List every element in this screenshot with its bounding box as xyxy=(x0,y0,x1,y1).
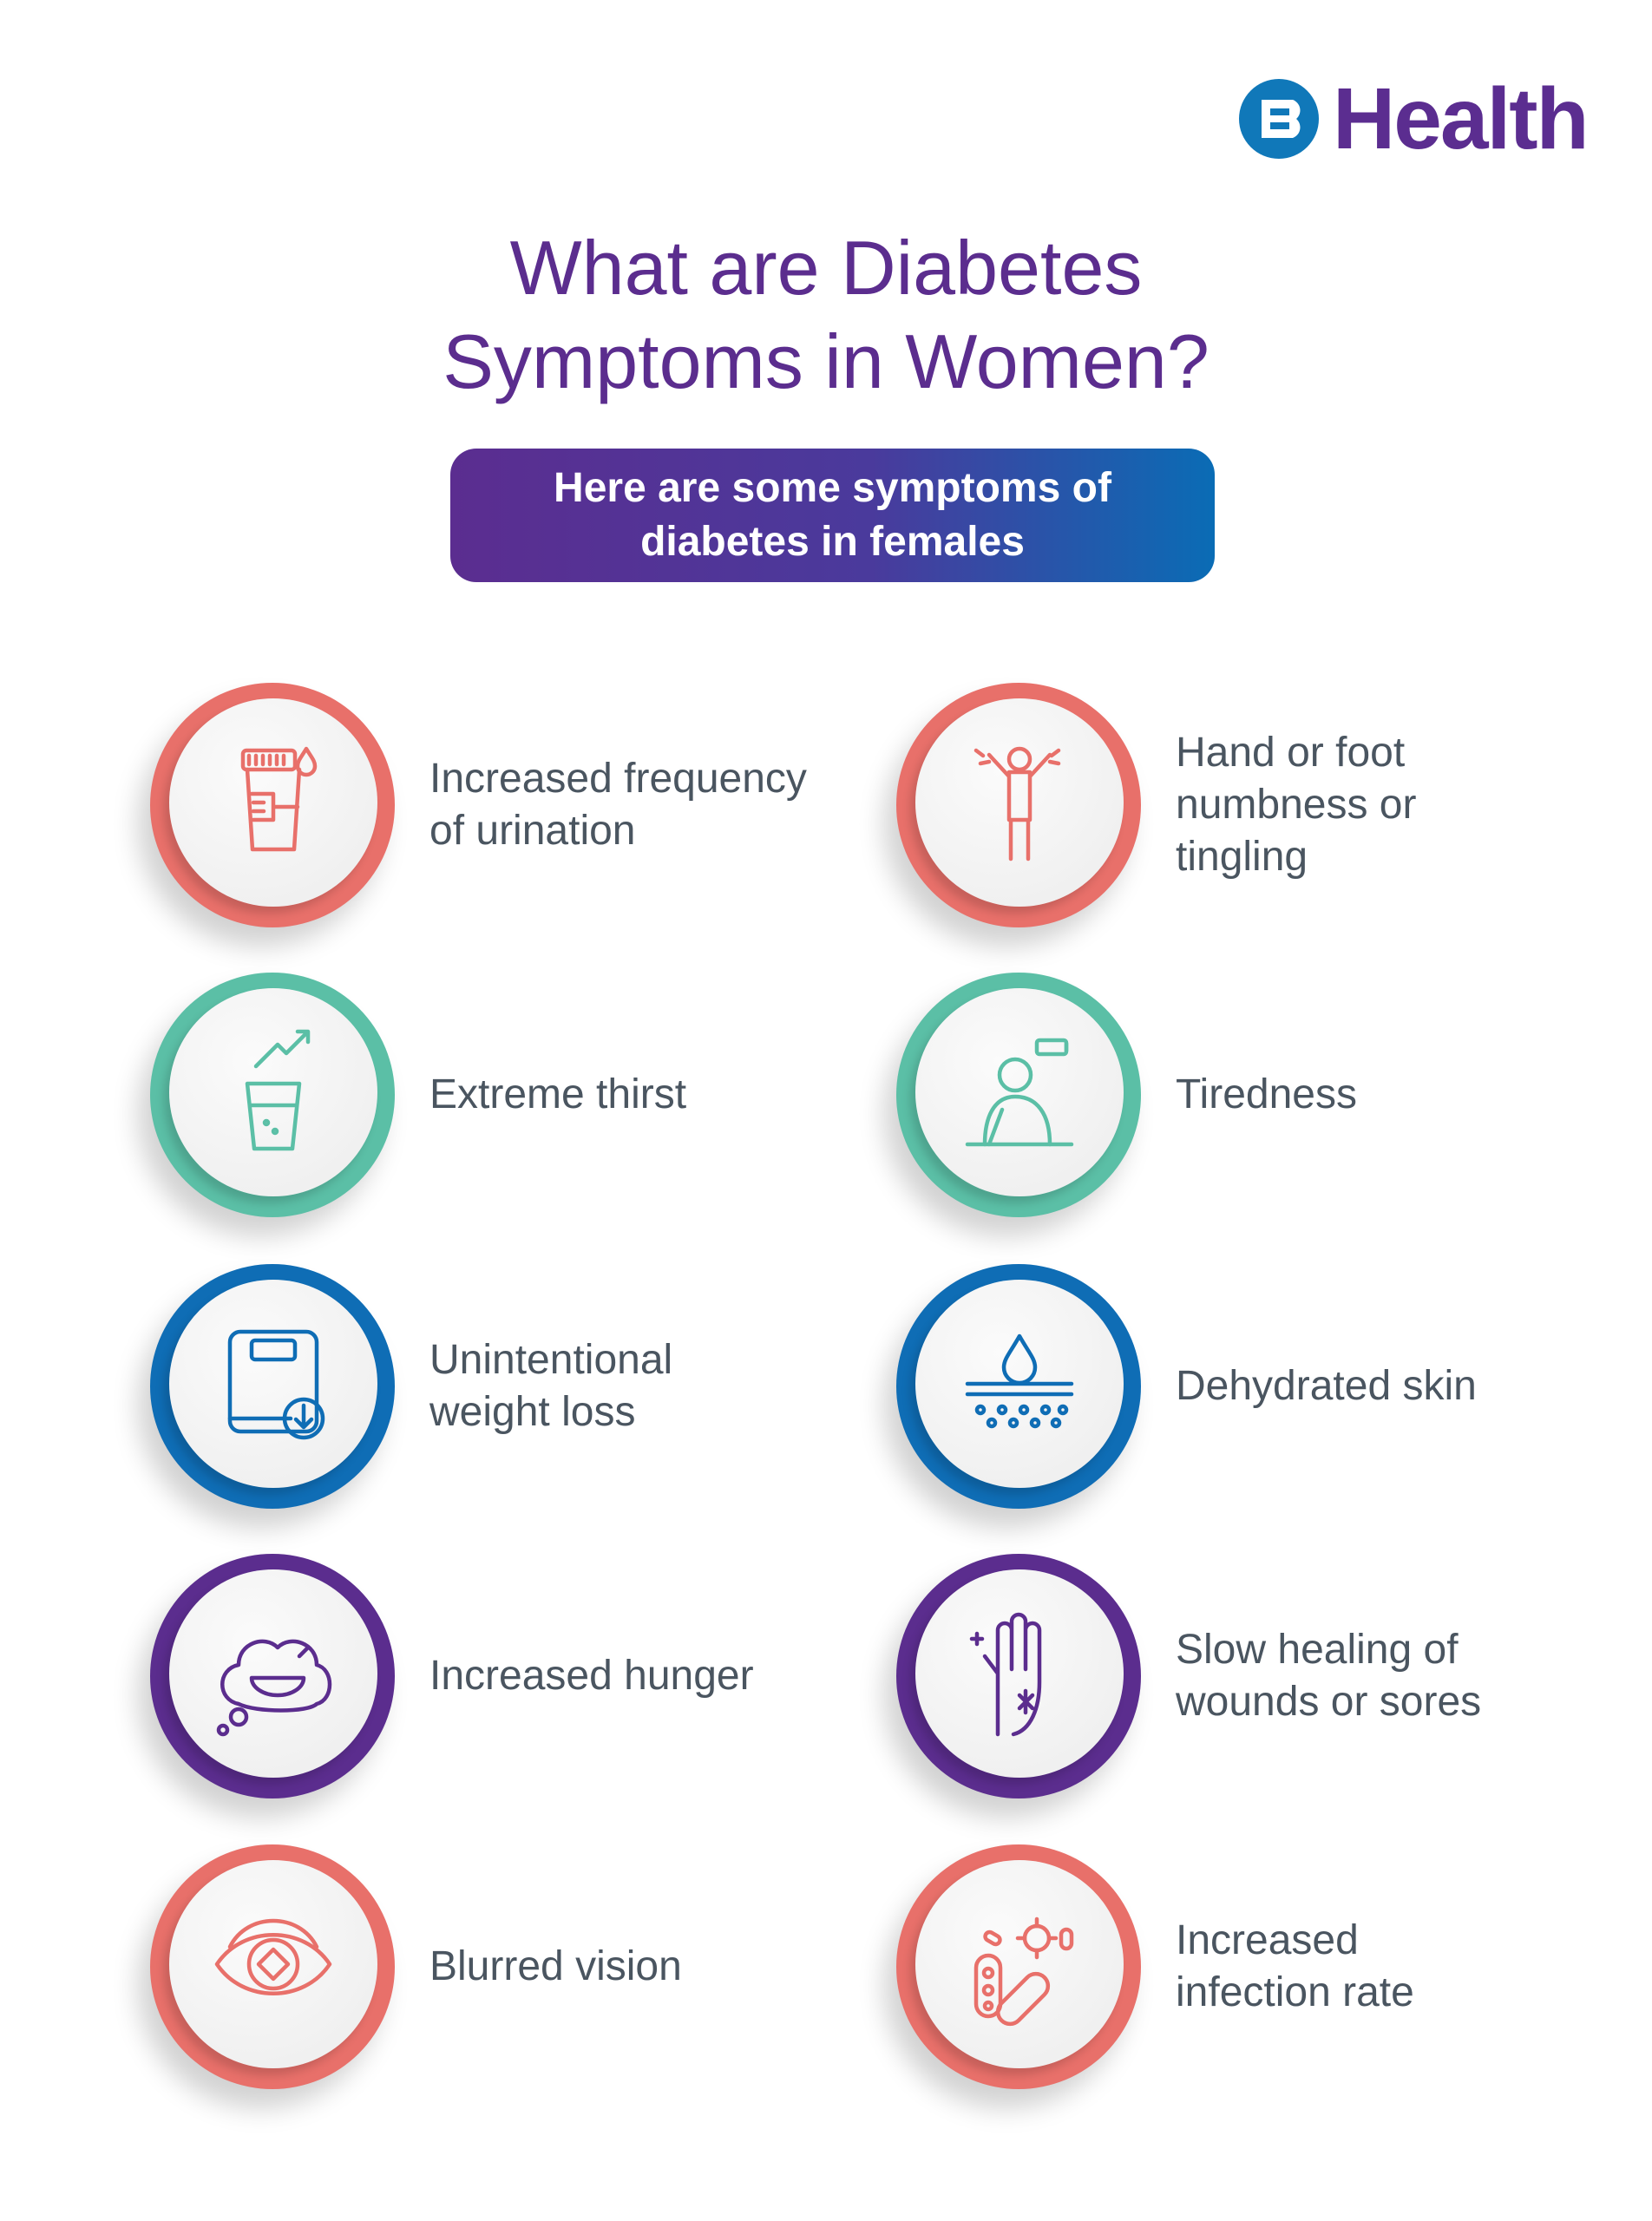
symptom-label-line: Increased xyxy=(1176,1917,1359,1963)
symptom-item: Unintentional weight loss xyxy=(150,1264,862,1516)
symptom-badge xyxy=(896,1554,1141,1798)
symptom-item: Blurred vision xyxy=(150,1844,862,2096)
skin-drop-icon xyxy=(915,1280,1124,1488)
symptom-label-line: Increased hunger xyxy=(429,1653,754,1699)
bacteria-icon xyxy=(915,1860,1124,2068)
symptom-label: Slow healing of wounds or sores xyxy=(1176,1554,1481,1798)
symptom-label-line: Increased frequency xyxy=(429,756,807,802)
symptom-label: Increased hunger xyxy=(429,1554,754,1798)
symptom-label: Tiredness xyxy=(1176,973,1357,1217)
symptom-item: Increased frequency of urination xyxy=(150,683,862,934)
symptom-item: Hand or foot numbness or tingling xyxy=(896,683,1608,934)
symptom-label-line: numbness or xyxy=(1176,782,1417,828)
symptom-label-line: Unintentional xyxy=(429,1337,673,1383)
symptom-badge xyxy=(896,1844,1141,2089)
subtitle-banner: Here are some symptoms of diabetes in fe… xyxy=(450,449,1215,582)
symptom-label-line: Dehydrated skin xyxy=(1176,1363,1477,1409)
tired-person-icon xyxy=(915,988,1124,1196)
symptom-badge xyxy=(150,1554,395,1798)
symptom-label: Dehydrated skin xyxy=(1176,1264,1477,1509)
banner-line: diabetes in females xyxy=(640,519,1025,565)
water-glass-icon xyxy=(169,988,377,1196)
symptom-label-line: Extreme thirst xyxy=(429,1071,687,1117)
symptom-label-line: wounds or sores xyxy=(1176,1679,1482,1725)
symptom-badge xyxy=(896,973,1141,1217)
blurred-eye-icon xyxy=(169,1860,377,2068)
symptom-label-line: weight loss xyxy=(429,1389,636,1435)
page-title: What are Diabetes Symptoms in Women? xyxy=(0,221,1652,409)
symptom-item: Slow healing of wounds or sores xyxy=(896,1554,1608,1805)
symptom-label-line: infection rate xyxy=(1176,1969,1414,2015)
symptom-label-line: Slow healing of xyxy=(1176,1627,1459,1673)
hunger-bowl-icon xyxy=(169,1569,377,1778)
symptom-label-line: tingling xyxy=(1176,834,1308,880)
symptom-label: Extreme thirst xyxy=(429,973,686,1217)
weight-scale-icon xyxy=(169,1280,377,1488)
symptom-badge xyxy=(896,683,1141,927)
symptom-item: Increased hunger xyxy=(150,1554,862,1805)
symptom-label-line: Hand or foot xyxy=(1176,730,1406,776)
symptom-label: Hand or foot numbness or tingling xyxy=(1176,683,1416,927)
symptom-item: Dehydrated skin xyxy=(896,1264,1608,1516)
title-line: Symptoms in Women? xyxy=(442,318,1210,404)
brand-logo: Health xyxy=(1239,70,1590,167)
brand-name: Health xyxy=(1333,70,1590,167)
symptom-badge xyxy=(150,1264,395,1509)
banner-line: Here are some symptoms of xyxy=(554,465,1111,511)
symptom-label: Increased infection rate xyxy=(1176,1844,1414,2089)
urine-cup-icon xyxy=(169,698,377,907)
symptom-item: Extreme thirst xyxy=(150,973,862,1224)
symptom-label-line: Tiredness xyxy=(1176,1071,1357,1117)
symptom-badge xyxy=(896,1264,1141,1509)
symptom-label: Unintentional weight loss xyxy=(429,1264,672,1509)
symptom-badge xyxy=(150,683,395,927)
symptom-item: Tiredness xyxy=(896,973,1608,1224)
symptom-label: Increased frequency of urination xyxy=(429,683,807,927)
symptom-badge xyxy=(150,1844,395,2089)
numb-person-icon xyxy=(915,698,1124,907)
symptom-badge xyxy=(150,973,395,1217)
symptom-item: Increased infection rate xyxy=(896,1844,1608,2096)
symptom-label: Blurred vision xyxy=(429,1844,682,2089)
wounded-hand-icon xyxy=(915,1569,1124,1778)
symptom-label-line: of urination xyxy=(429,808,636,854)
symptom-label-line: Blurred vision xyxy=(429,1943,682,1989)
brand-mark-icon xyxy=(1239,79,1319,159)
title-line: What are Diabetes xyxy=(509,225,1143,311)
